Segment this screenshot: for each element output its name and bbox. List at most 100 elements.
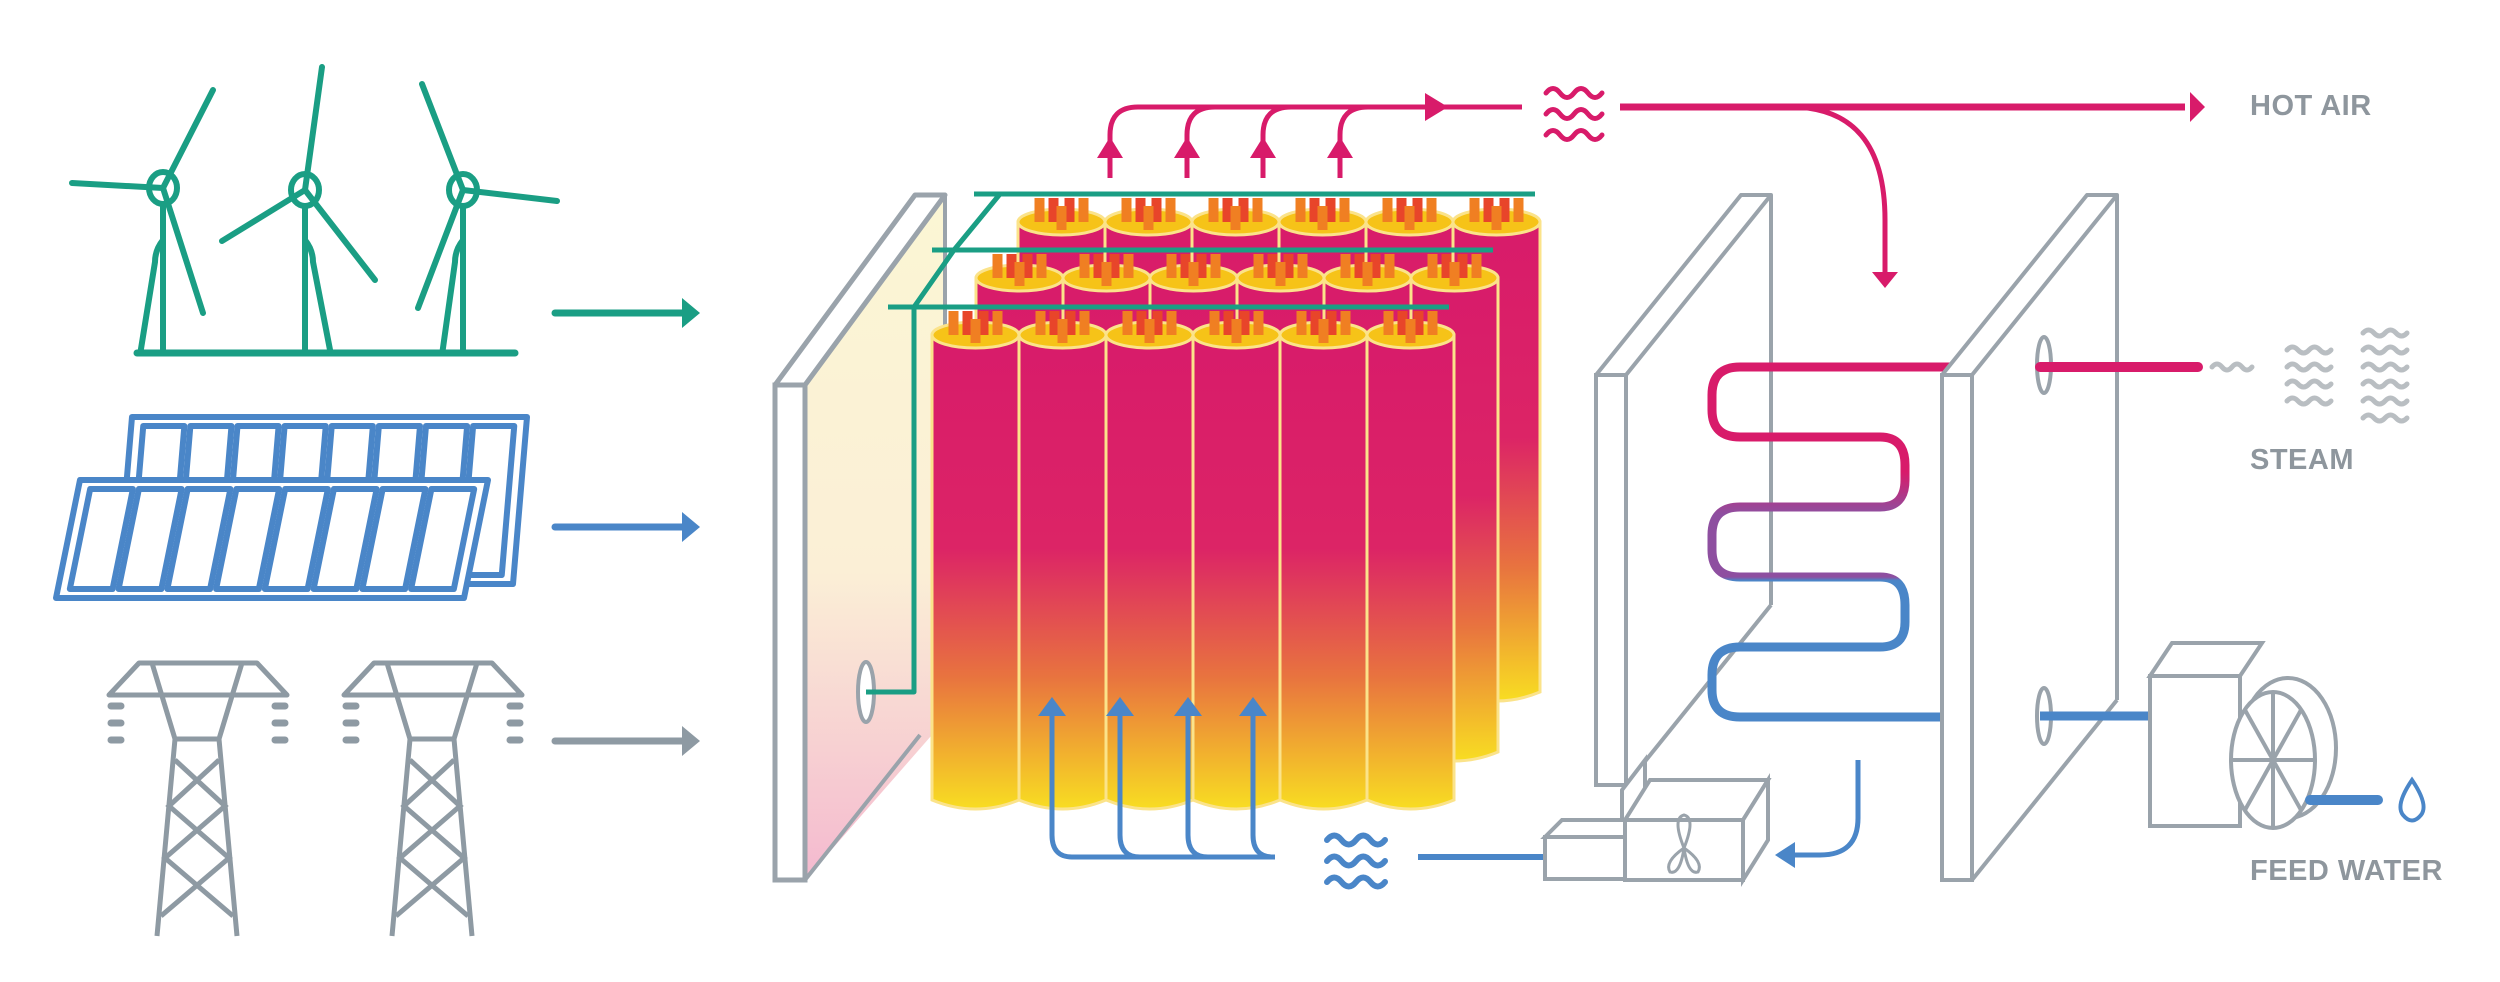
turbine-blade bbox=[460, 187, 560, 204]
up-arrow-icon bbox=[1097, 137, 1123, 158]
hot-air-arrow-icon bbox=[2190, 92, 2205, 122]
cylinder-body bbox=[1017, 333, 1108, 811]
heating-element bbox=[1370, 254, 1381, 278]
heating-element bbox=[1441, 254, 1452, 278]
heating-element bbox=[1457, 254, 1468, 278]
solar-cell bbox=[115, 486, 185, 592]
heating-element bbox=[1035, 311, 1046, 335]
wave-line bbox=[1543, 107, 1605, 121]
heating-element bbox=[1469, 198, 1480, 222]
steam-wave bbox=[2360, 361, 2410, 373]
heating-element bbox=[1166, 254, 1177, 278]
slab-top bbox=[1594, 193, 1773, 377]
heating-element bbox=[962, 311, 973, 335]
wave-line bbox=[1543, 86, 1605, 100]
wind-turbine-icon bbox=[69, 87, 216, 356]
heating-element bbox=[1079, 311, 1090, 335]
pylon-crossarm bbox=[106, 660, 290, 698]
hot-air-riser bbox=[1107, 104, 1139, 178]
solar-panel-front bbox=[53, 477, 491, 601]
steam-wave bbox=[2360, 378, 2410, 390]
energy-inputs bbox=[53, 64, 700, 937]
heating-element bbox=[1397, 311, 1408, 335]
turbine-blade bbox=[69, 180, 166, 191]
slab-top bbox=[1940, 193, 2119, 377]
heating-element bbox=[992, 254, 1003, 278]
heating-element bbox=[1384, 254, 1395, 278]
heating-element bbox=[1223, 311, 1234, 335]
pylon-crossarm bbox=[341, 660, 525, 698]
wind-arrow-icon bbox=[551, 298, 700, 328]
wind-arrow-icon-head bbox=[682, 298, 700, 328]
heating-element bbox=[1471, 254, 1482, 278]
heating-element bbox=[1354, 254, 1365, 278]
heating-element bbox=[1275, 262, 1286, 286]
heating-element bbox=[978, 311, 989, 335]
pylon-icon bbox=[341, 660, 525, 937]
solar-arrow-icon bbox=[551, 512, 700, 542]
heating-element bbox=[1362, 262, 1373, 286]
heating-element bbox=[1405, 319, 1416, 343]
heating-element bbox=[1093, 254, 1104, 278]
heating-element bbox=[1165, 198, 1176, 222]
heating-element bbox=[1101, 262, 1112, 286]
heating-element bbox=[1382, 198, 1393, 222]
storage-cylinder bbox=[1278, 311, 1369, 811]
heating-element bbox=[1152, 311, 1163, 335]
wall-front-edge bbox=[772, 382, 808, 883]
solar-arrow-icon-head bbox=[682, 512, 700, 542]
heating-element bbox=[1426, 198, 1437, 222]
wave-line bbox=[1543, 128, 1605, 142]
blower-side bbox=[1741, 773, 1770, 887]
heating-element bbox=[1034, 198, 1045, 222]
heating-element bbox=[1123, 254, 1134, 278]
solar-cell bbox=[359, 486, 429, 592]
heating-element bbox=[1252, 198, 1263, 222]
heating-element bbox=[1238, 198, 1249, 222]
return-arrow-icon bbox=[1775, 842, 1795, 868]
heating-element bbox=[1079, 254, 1090, 278]
heating-element bbox=[1491, 206, 1502, 230]
up-arrow-icon bbox=[1174, 697, 1202, 716]
wind-turbine-icon bbox=[415, 81, 560, 356]
power-pylons-icon bbox=[106, 660, 525, 937]
heating-element bbox=[1325, 198, 1336, 222]
blower-duct bbox=[1543, 835, 1629, 881]
wall-bottom-edge bbox=[803, 733, 922, 882]
heating-element bbox=[1513, 198, 1524, 222]
grid-arrow-icon bbox=[551, 726, 700, 756]
wind-turbines-icon bbox=[69, 64, 560, 357]
heating-element bbox=[1048, 198, 1059, 222]
pylon-head bbox=[384, 662, 480, 742]
exchanger-wall-left bbox=[1594, 193, 1773, 787]
cold-air-inlets bbox=[1038, 697, 1545, 890]
heating-element bbox=[1166, 311, 1177, 335]
heating-element bbox=[1413, 311, 1424, 335]
pylon-head bbox=[149, 662, 245, 742]
heating-element bbox=[1135, 198, 1146, 222]
heating-element bbox=[1143, 206, 1154, 230]
heating-element bbox=[1122, 311, 1133, 335]
cylinder-body bbox=[1191, 333, 1282, 811]
up-arrow-icon bbox=[1250, 137, 1276, 158]
pump-top bbox=[2146, 641, 2266, 678]
up-arrow-icon bbox=[1327, 137, 1353, 158]
heating-element bbox=[1208, 198, 1219, 222]
turbine-tower-side bbox=[439, 238, 466, 356]
heating-element bbox=[1065, 311, 1076, 335]
wave-line bbox=[1324, 832, 1388, 848]
pylon-lattice bbox=[159, 758, 235, 918]
heating-element bbox=[1057, 319, 1068, 343]
heating-element bbox=[1253, 311, 1264, 335]
pylon-lattice bbox=[394, 758, 470, 918]
exchanger-coil bbox=[1707, 362, 1955, 722]
up-arrow-icon bbox=[1239, 697, 1267, 716]
feed-water-label: FEED WATER bbox=[2250, 855, 2443, 887]
solar-panels-icon bbox=[53, 414, 530, 601]
steam-wave bbox=[2360, 344, 2410, 356]
storage-cylinder bbox=[1017, 311, 1108, 811]
heating-element bbox=[1297, 254, 1308, 278]
turbine-blade bbox=[160, 185, 206, 316]
storage-cylinder bbox=[1191, 311, 1282, 811]
